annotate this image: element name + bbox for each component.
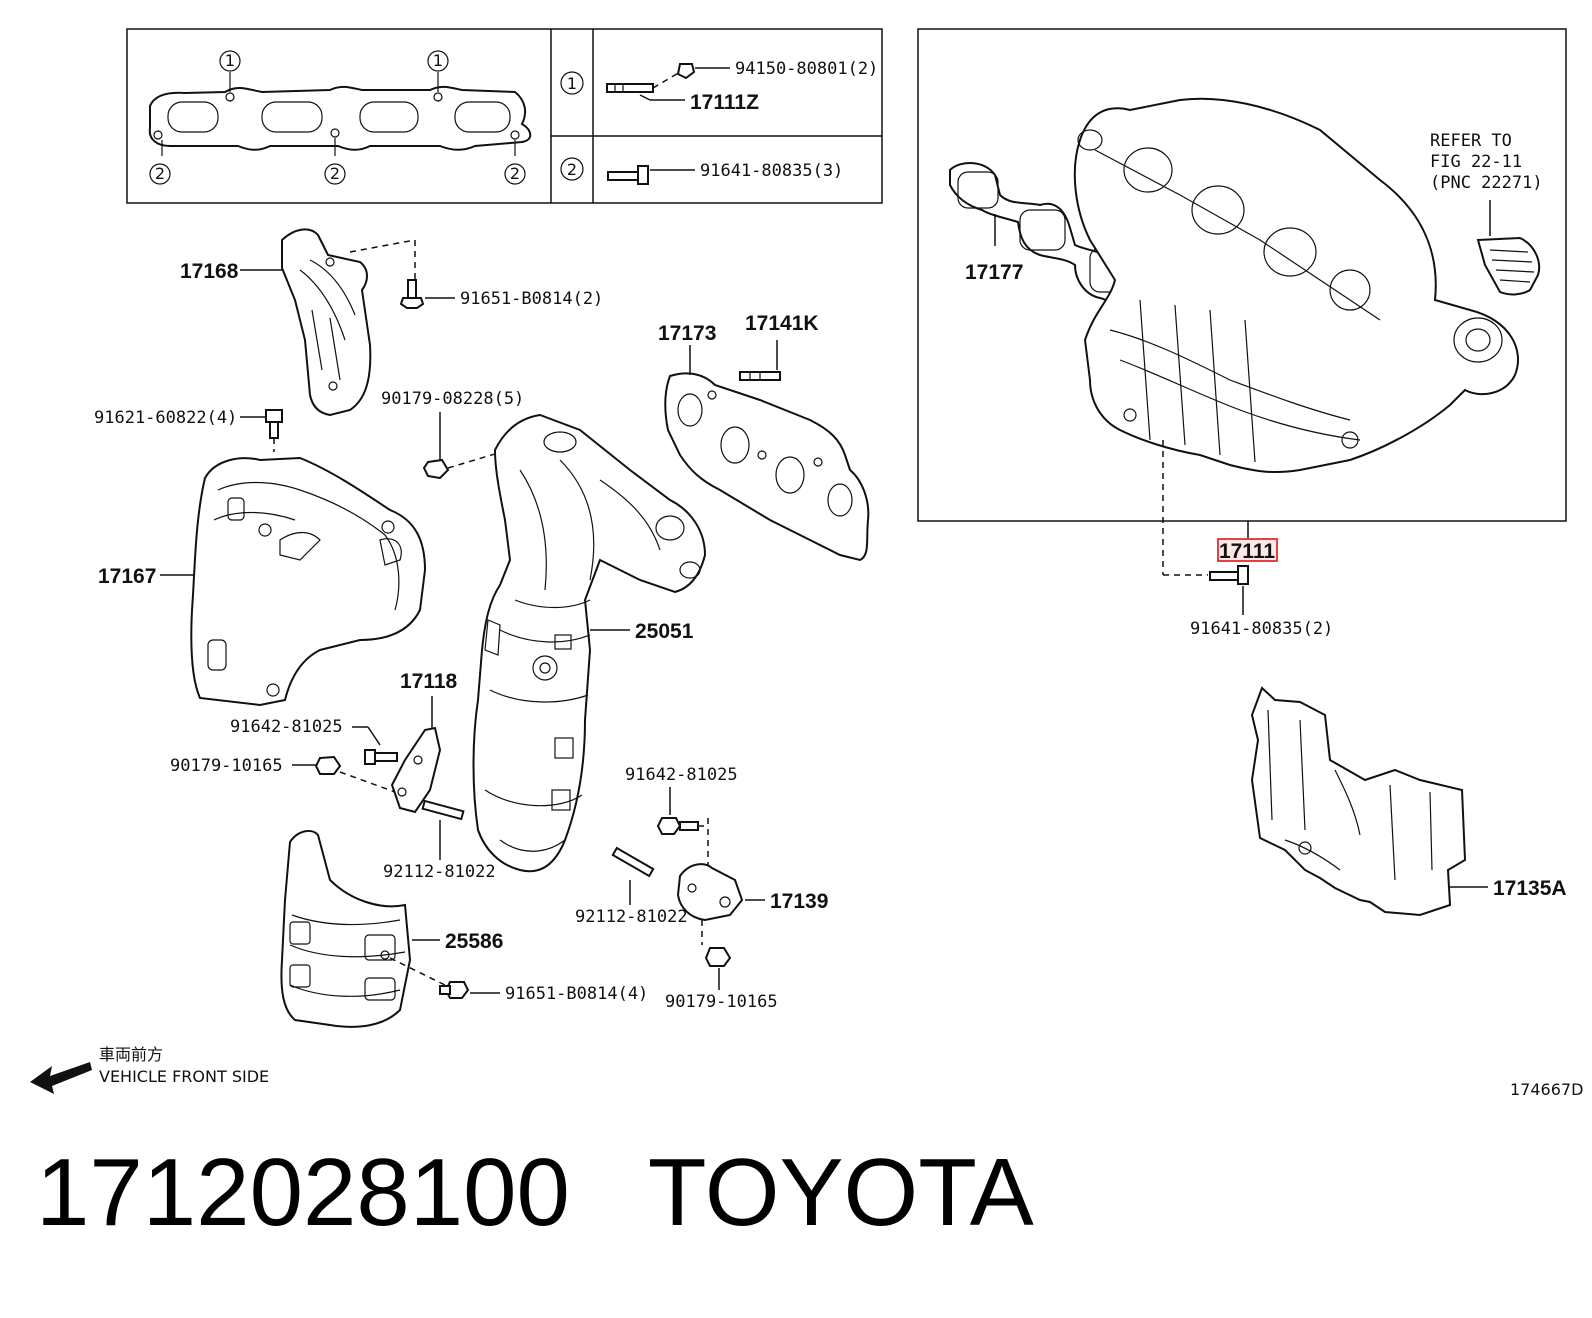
exhaust-manifold-25051 [472,413,707,873]
vehicle-front-en: VEHICLE FRONT SIDE [99,1067,269,1086]
row-marker-1: 1 [560,71,584,95]
callout-circle-2-c: 2 [504,163,526,185]
bolt-91642-81025-b-icon [656,817,699,835]
label-17135a: 17135A [1493,877,1567,900]
svg-text:2: 2 [330,164,340,183]
label-17168: 17168 [180,260,239,283]
gasket-inset-table: 1 1 2 2 2 1 2 [126,28,883,204]
label-17177: 17177 [965,261,1023,284]
callout-circle-2-a: 2 [149,163,171,185]
nut-90179-10165-a-icon [314,755,342,775]
stud-17141k-icon [739,371,781,381]
nut-90179-08228-icon [422,458,450,480]
stud-bolt-icon [606,63,696,93]
heat-insulator-17135a [1250,686,1467,917]
diagram-id: 174667D [1510,1080,1583,1099]
bolt-91651-b0814-2-icon [399,279,425,309]
highlight-box [1217,538,1278,562]
label-90179-08228: 90179-08228(5) [381,389,524,409]
label-91651-b0814-2: 91651-B0814(2) [460,289,603,309]
intake-manifold-body [1073,97,1519,474]
nut-90179-10165-b-icon [704,947,732,967]
heat-insulator-25586 [280,829,412,1028]
row-marker-2: 2 [560,157,584,181]
label-92112-81022-a: 92112-81022 [383,862,496,882]
label-17111z: 17111Z [690,91,759,114]
label-25051: 25051 [635,620,694,643]
label-90179-10165-a: 90179-10165 [170,756,283,776]
vehicle-front-arrow-icon [30,1062,92,1094]
label-25586: 25586 [445,930,503,953]
bolt-91651-b0814-4-icon [439,981,470,999]
svg-text:1: 1 [225,51,235,70]
label-90179-10165-b: 90179-10165 [665,992,778,1012]
heat-insulator-17167 [190,456,427,707]
label-91641-80835-2: 91641-80835(2) [1190,619,1333,639]
label-91642-81025-a: 91642-81025 [230,717,343,737]
flange-bolt-icon [607,165,649,185]
label-94150-80801: 94150-80801(2) [735,59,878,79]
label-91641-80835-3: 91641-80835(3) [700,161,843,181]
svg-text:1: 1 [567,74,577,93]
brand-name: TOYOTA [647,1139,1034,1246]
label-17141k: 17141K [745,312,819,335]
label-91651-b0814-4: 91651-B0814(4) [505,984,648,1004]
callout-circle-1-left: 1 [219,50,241,72]
stud-92112-81022-a-icon [421,799,465,821]
refer-part-icon [1476,236,1540,296]
label-17118: 17118 [400,670,458,693]
part-number: 1712028100 [36,1139,570,1246]
vehicle-front-jp: 車両前方 [99,1045,163,1064]
heat-insulator-17168 [281,228,372,417]
refer-to-text-1: REFER TO [1430,131,1512,151]
svg-text:1: 1 [433,51,443,70]
refer-to-text-3: (PNC 22271) [1430,173,1543,193]
intake-manifold-inset: 17177 REFER TO FIG 22- [917,28,1567,522]
label-91621-60822: 91621-60822(4) [94,408,237,428]
label-17111: 17111 [1219,540,1275,563]
label-92112-81022-b: 92112-81022 [575,907,688,927]
refer-to-text-2: FIG 22-11 [1430,152,1522,172]
exhaust-gasket-17173 [664,372,870,562]
highlighted-part-17111[interactable]: 17111 [1217,538,1278,563]
bolt-91641-80835-2-icon [1209,565,1249,585]
exhaust-gasket-drawing [148,72,532,156]
callout-circle-2-b: 2 [324,163,346,185]
bolt-91642-81025-a-icon [364,749,398,765]
label-91642-81025-b: 91642-81025 [625,765,738,785]
label-17167: 17167 [98,565,156,588]
bracket-17139 [676,863,744,922]
svg-text:2: 2 [510,164,520,183]
product-footer: 1712028100 TOYOTA [36,1138,1034,1248]
label-17173: 17173 [658,322,716,345]
bracket-17118 [390,726,442,814]
label-17139: 17139 [770,890,828,913]
callout-circle-1-right: 1 [427,50,449,72]
bolt-91621-icon [265,409,283,439]
stud-92112-81022-b-icon [611,846,655,878]
svg-text:2: 2 [155,164,165,183]
svg-text:2: 2 [567,160,577,179]
